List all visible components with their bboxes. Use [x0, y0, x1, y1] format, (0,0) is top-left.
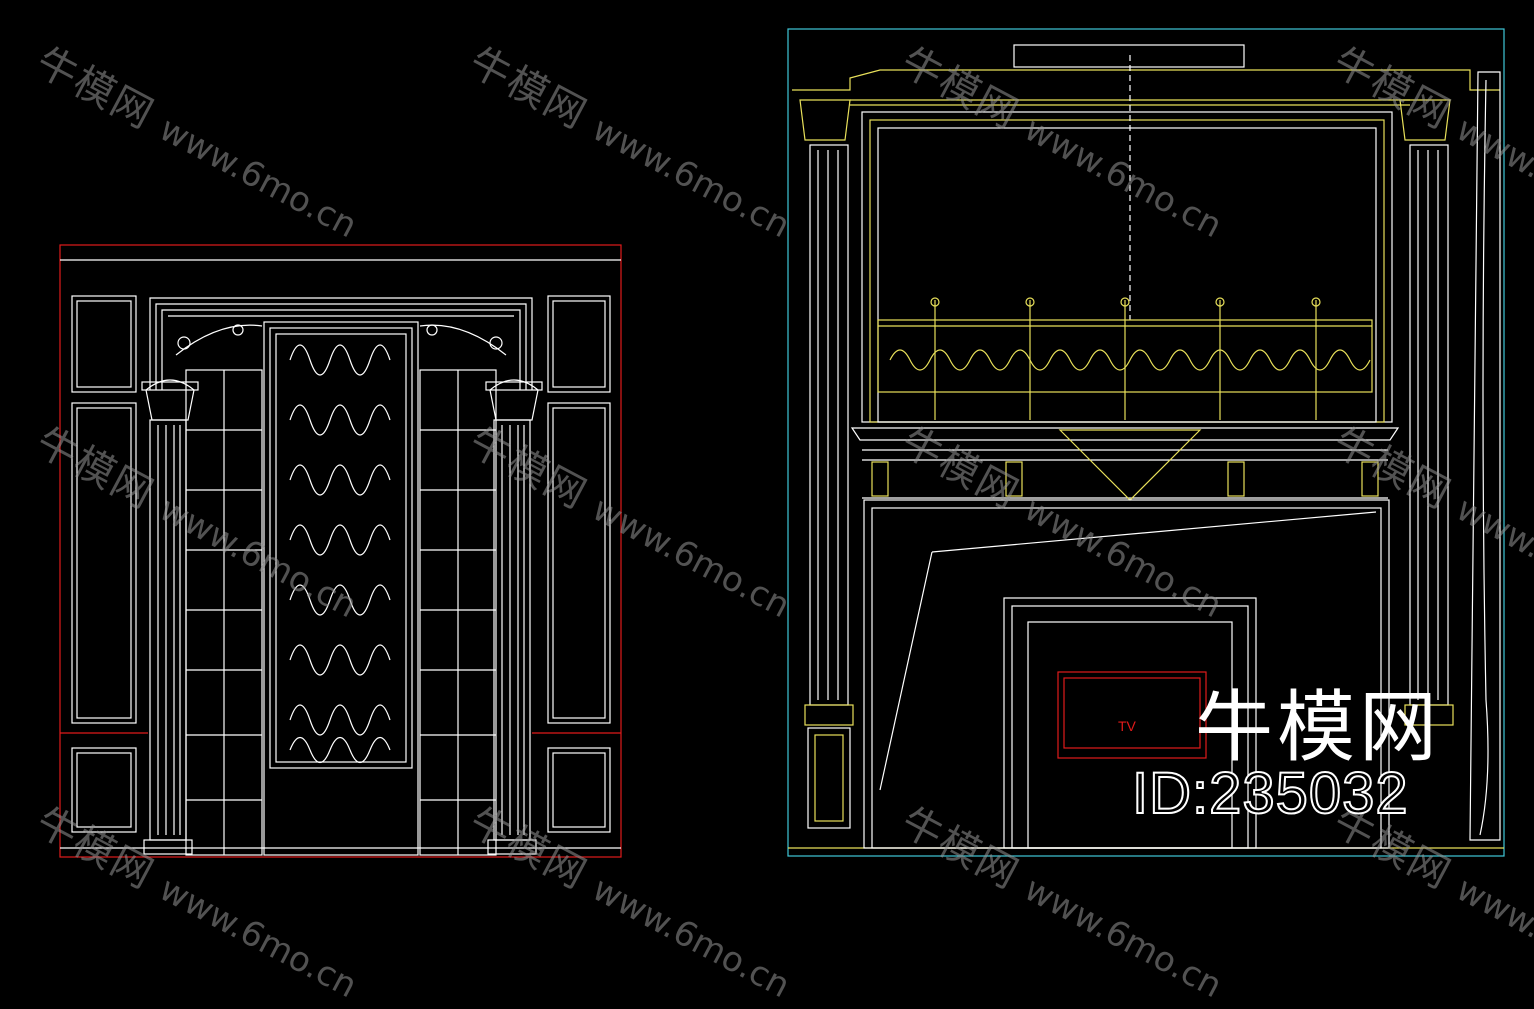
side-curtain [1469, 71, 1501, 841]
left-pilaster [799, 99, 854, 829]
central-ornament-panel [263, 321, 419, 856]
balcony-railing [877, 297, 1373, 420]
glass-grid-right [419, 369, 497, 856]
brand-logo-text: 牛模网 [1195, 683, 1442, 773]
door-frame [149, 297, 533, 390]
glass-grid-left [185, 369, 263, 856]
tv-label: TV [1118, 718, 1136, 734]
fireplace-body [863, 499, 1390, 849]
left-column [141, 379, 199, 855]
cornice [792, 44, 1500, 106]
cad-drawing-canvas [59, 28, 1505, 858]
model-id-label: ID:235032 [1131, 760, 1409, 827]
tv-outline [1057, 671, 1207, 759]
right-column [485, 379, 543, 855]
right-wall-panels [547, 295, 611, 833]
fireplace-mantel [850, 427, 1400, 501]
inner-frame [861, 55, 1393, 423]
left-elevation [59, 244, 622, 858]
right-pilaster [1399, 99, 1454, 726]
right-elevation [787, 28, 1505, 857]
left-wall-panels [71, 295, 137, 833]
